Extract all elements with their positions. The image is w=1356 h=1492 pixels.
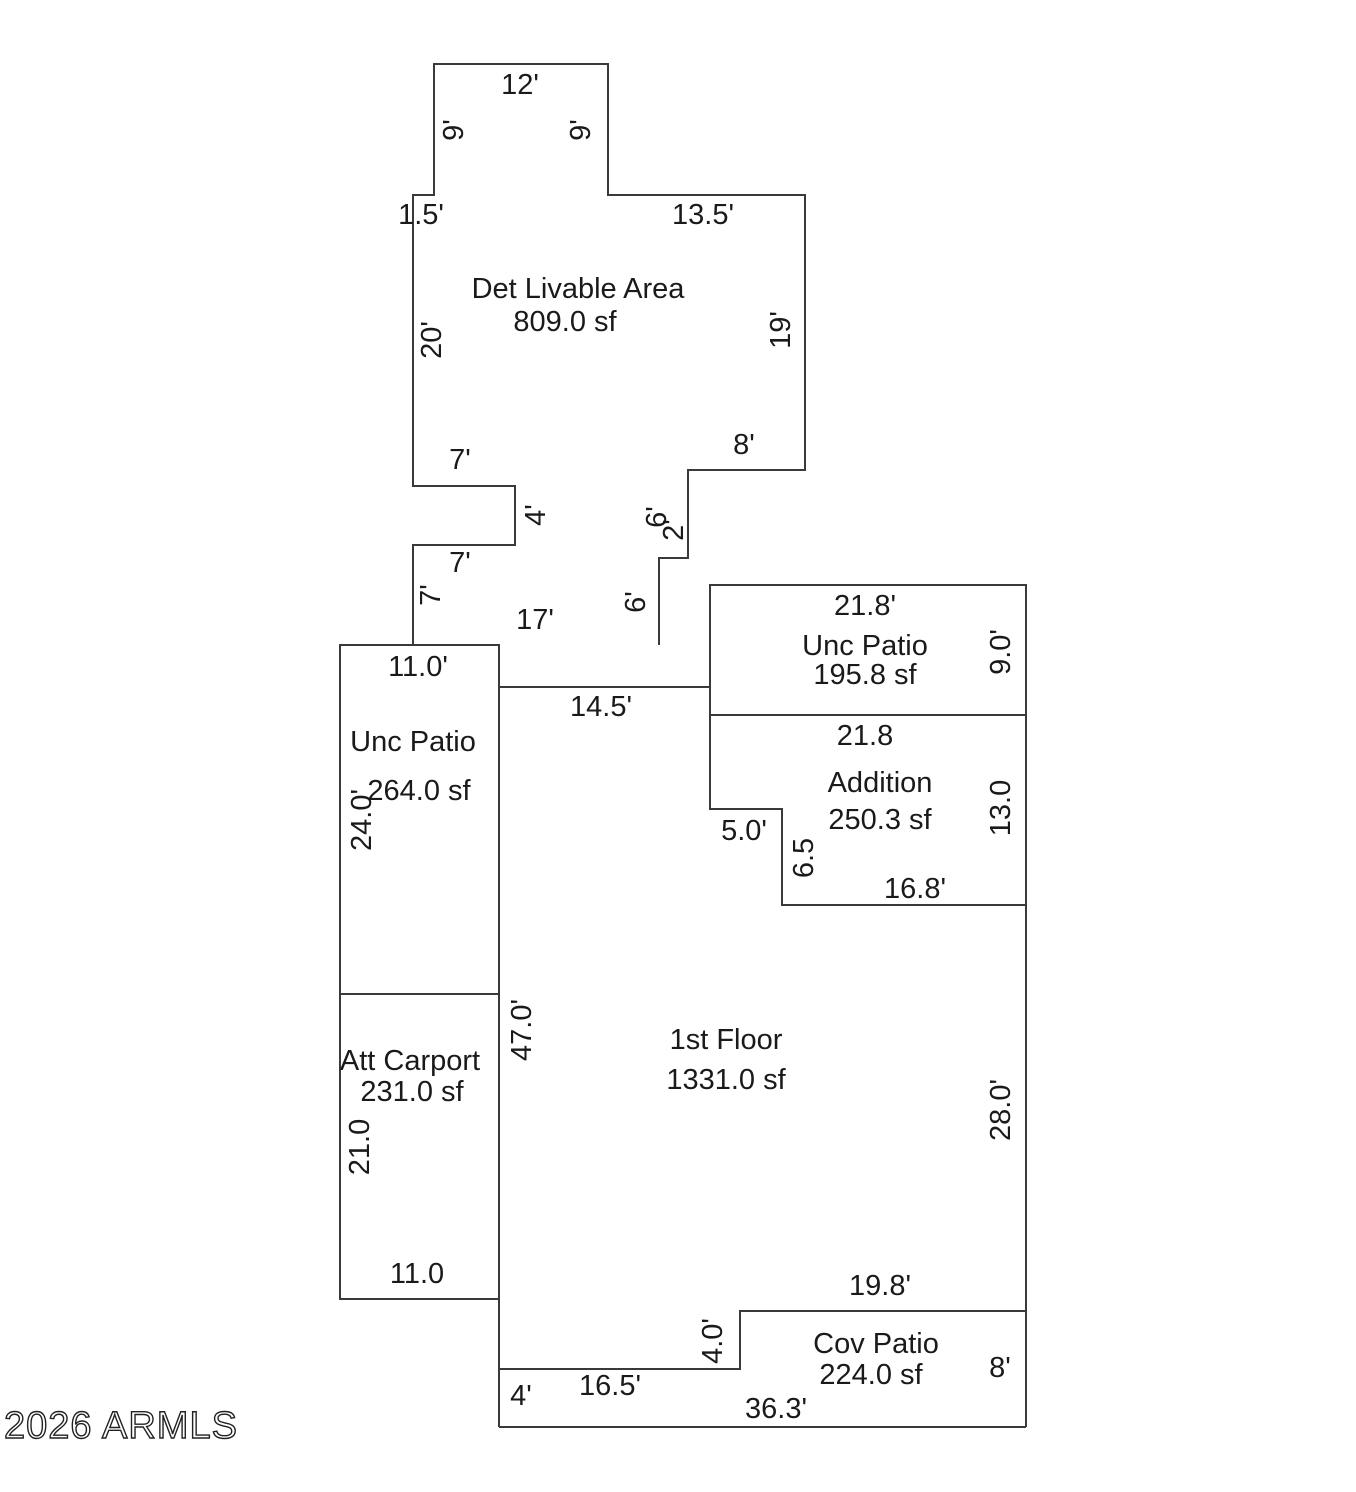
addition-area: 250.3 sf [828, 804, 932, 836]
dim-13-5: 13.5' [672, 199, 734, 231]
unc-patio-right-area: 195.8 sf [813, 659, 917, 691]
addition-name: Addition [828, 767, 933, 799]
dim-14-5: 14.5' [570, 691, 632, 723]
dim-20: 20' [416, 321, 448, 359]
dimension-labels: 12' 9' 9' 1.5' 13.5' 20' 19' 8' 7' 4' 6'… [344, 69, 1017, 1425]
watermark: 2026 ARMLS [4, 1405, 238, 1447]
walls [339, 63, 1027, 1428]
cov-patio-outline [499, 1310, 1026, 1370]
unc-patio-right-name: Unc Patio [802, 630, 928, 662]
dim-8-cov: 8' [989, 1352, 1011, 1384]
dim-9-right: 9' [565, 119, 597, 141]
first-floor-area: 1331.0 sf [666, 1064, 786, 1096]
att-carport-area: 231.0 sf [360, 1076, 464, 1108]
room-labels: Det Livable Area 809.0 sf Unc Patio 264.… [340, 273, 939, 1391]
dim-7-vertical: 7' [415, 584, 447, 606]
dim-12: 12' [501, 69, 539, 101]
dim-17: 17' [516, 604, 554, 636]
det-livable-outline [412, 63, 806, 645]
dim-7-lower: 7' [449, 547, 471, 579]
dim-8: 8' [733, 429, 755, 461]
dim-7-upper: 7' [449, 444, 471, 476]
dim-11-0-top: 11.0' [388, 651, 448, 683]
unc-patio-right-outline [709, 584, 1027, 716]
dim-1-5: 1.5' [398, 199, 444, 231]
first-floor-name: 1st Floor [670, 1024, 783, 1056]
att-carport-name: Att Carport [340, 1045, 480, 1077]
unc-patio-left-area: 264.0 sf [367, 775, 471, 807]
dim-28-0: 28.0' [985, 1079, 1017, 1141]
det-livable-area: 809.0 sf [513, 306, 617, 338]
dim-4-0: 4.0' [697, 1318, 729, 1364]
dim-5-0: 5.0' [721, 815, 767, 847]
cov-patio-name: Cov Patio [813, 1328, 939, 1360]
dim-16-8: 16.8' [884, 873, 946, 905]
cov-patio-area: 224.0 sf [819, 1359, 923, 1391]
dim-2: 2' [658, 519, 690, 541]
dim-4-bottom: 4' [510, 1380, 532, 1412]
dim-13-0: 13.0 [985, 780, 1017, 836]
dim-47-0: 47.0' [506, 999, 538, 1061]
dim-4: 4' [520, 504, 552, 526]
addition-outline [709, 715, 1026, 906]
unc-patio-left-outline [339, 644, 500, 1300]
dim-11-0-bottom: 11.0 [390, 1258, 444, 1290]
dim-16-5: 16.5' [579, 1370, 641, 1402]
unc-patio-left-name: Unc Patio [350, 726, 476, 758]
dim-21-8-top: 21.8' [834, 590, 896, 622]
dim-6-5: 6.5 [788, 838, 820, 878]
dim-19: 19' [765, 311, 797, 349]
dim-24-0: 24.0' [346, 789, 378, 851]
dim-21-8-addition: 21.8 [837, 720, 893, 752]
dim-9-left: 9' [438, 119, 470, 141]
dim-36-3: 36.3' [745, 1393, 807, 1425]
dim-21-0: 21.0 [344, 1119, 376, 1175]
dim-19-8: 19.8' [849, 1270, 911, 1302]
det-livable-name: Det Livable Area [472, 273, 686, 305]
dim-6-upper: 6' [641, 506, 673, 528]
dim-6-lower: 6' [620, 591, 652, 613]
dim-9-0: 9.0' [985, 629, 1017, 675]
